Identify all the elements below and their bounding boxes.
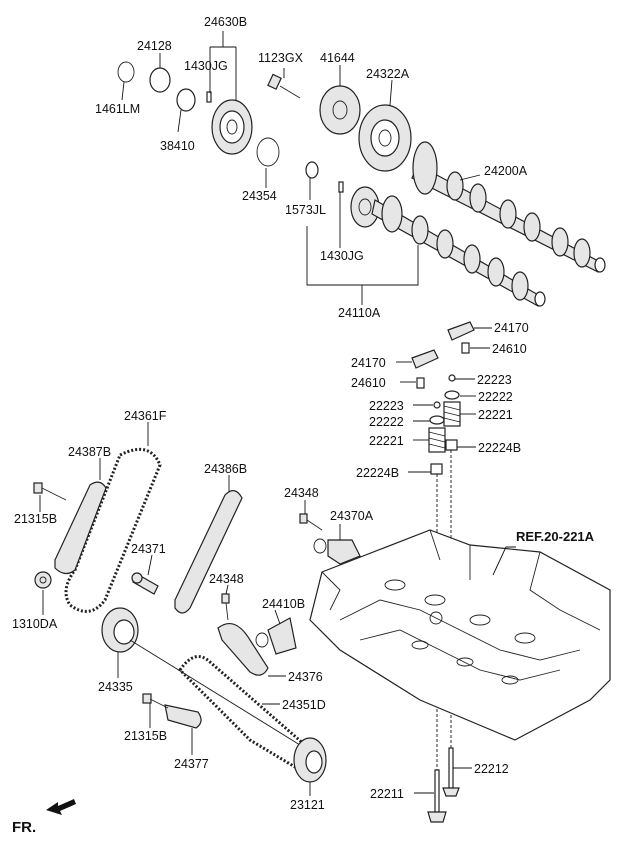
label-24348-mid: 24348: [209, 572, 244, 586]
chain-guide-24377: [164, 704, 202, 729]
plate-41644: [319, 85, 361, 135]
leader-lines: [39, 31, 516, 796]
label-1430JG-bottom: 1430JG: [320, 249, 364, 263]
bolt-24348-mid: [221, 593, 230, 621]
sprocket-24630B: [211, 99, 253, 155]
label-22224B-left: 22224B: [356, 466, 399, 480]
chain-guide-24387B: [54, 481, 107, 575]
bolt-21315B-bottom: [142, 693, 169, 709]
valve-22211: [427, 769, 447, 823]
camshaft-24200A: [411, 141, 606, 273]
camshaft-group: [117, 61, 606, 307]
label-fr: FR.: [12, 819, 36, 836]
collet-22223-left: [433, 401, 441, 409]
label-ref-20-221A: REF.20-221A: [516, 529, 595, 544]
dowel-24371: [131, 572, 159, 595]
label-1461LM: 1461LM: [95, 102, 140, 116]
label-24610-right: 24610: [492, 342, 527, 356]
label-24371: 24371: [131, 542, 166, 556]
label-21315B-top: 21315B: [14, 512, 57, 526]
label-1310DA: 1310DA: [12, 617, 58, 631]
label-24110A: 24110A: [338, 306, 381, 320]
bolt-24348-top: [299, 513, 323, 531]
seal-22224B-right: [445, 439, 458, 451]
fr-arrow-icon: [46, 799, 76, 815]
label-24128: 24128: [137, 39, 172, 53]
ring-24128: [149, 67, 171, 93]
label-24610-left: 24610: [351, 376, 386, 390]
rocker-arm-24170-left: [411, 349, 439, 369]
label-22212: 22212: [474, 762, 509, 776]
label-24335: 24335: [98, 680, 133, 694]
label-22211: 22211: [370, 787, 404, 801]
label-24170-right: 24170: [494, 321, 529, 335]
label-24387B: 24387B: [68, 445, 111, 459]
tensioner-arm-24386B: [174, 490, 243, 614]
label-22223-left: 22223: [369, 399, 404, 413]
label-24370A: 24370A: [330, 509, 374, 523]
label-24322A: 24322A: [366, 67, 410, 81]
label-22222-left: 22222: [369, 415, 404, 429]
bolt-1123GX: [267, 73, 301, 99]
cylinder-head: [309, 529, 611, 741]
front-direction-marker: FR.: [12, 799, 76, 836]
label-24348-top: 24348: [284, 486, 319, 500]
snap-ring-1461LM: [117, 61, 135, 83]
label-1123GX: 1123GX: [258, 51, 304, 65]
ring-38410: [176, 88, 196, 112]
label-24410B: 24410B: [262, 597, 305, 611]
lash-adjuster-24610-left: [416, 377, 425, 389]
camshaft-24110A: [350, 186, 546, 307]
valve-22212: [442, 747, 460, 797]
lash-adjuster-24610-right: [461, 342, 470, 354]
pin-1430JG-top: [206, 91, 212, 103]
spring-22221-left: [428, 427, 446, 453]
spring-22221-right: [443, 401, 461, 427]
sprocket-23121: [293, 737, 327, 783]
tensioner-24410B: [255, 617, 297, 655]
label-22222-right: 22222: [478, 390, 513, 404]
label-24630B: 24630B: [204, 15, 247, 29]
label-24170-left: 24170: [351, 356, 386, 370]
label-24354: 24354: [242, 189, 277, 203]
label-22221-right: 22221: [478, 408, 513, 422]
part-labels: 24630B 24128 1430JG 1461LM 38410 1123GX …: [12, 15, 595, 812]
rocker-arm-24170-right: [447, 321, 475, 341]
valve-train-group: [411, 321, 475, 823]
tensioner-24370A: [313, 538, 361, 565]
label-38410: 38410: [160, 139, 195, 153]
label-22221-left: 22221: [369, 434, 404, 448]
label-22223-right: 22223: [477, 373, 512, 387]
pin-1430JG-bottom: [338, 181, 344, 193]
sleeve-1310DA: [34, 571, 52, 589]
label-24376: 24376: [288, 670, 323, 684]
washer-1573JL: [305, 161, 319, 179]
sprocket-24322A: [358, 104, 412, 172]
timing-drive-group: [33, 447, 361, 783]
seal-22224B-left: [430, 463, 443, 475]
label-24386B: 24386B: [204, 462, 247, 476]
label-22224B-right: 22224B: [478, 441, 521, 455]
retainer-22222-left: [429, 415, 445, 425]
label-41644: 41644: [320, 51, 355, 65]
label-24200A: 24200A: [484, 164, 528, 178]
circlip-24354: [256, 137, 280, 167]
retainer-22222-right: [444, 390, 460, 400]
chain-guide-24376: [217, 622, 269, 676]
collet-22223-right: [448, 374, 456, 382]
label-24351D: 24351D: [282, 698, 326, 712]
label-23121: 23121: [290, 798, 325, 812]
label-1573JL: 1573JL: [285, 203, 326, 217]
sprocket-24335: [101, 607, 139, 653]
label-24377: 24377: [174, 757, 209, 771]
label-21315B-bottom: 21315B: [124, 729, 167, 743]
label-24361F: 24361F: [124, 409, 167, 423]
bolt-21315B-top: [33, 482, 67, 501]
label-1430JG-top: 1430JG: [184, 59, 228, 73]
